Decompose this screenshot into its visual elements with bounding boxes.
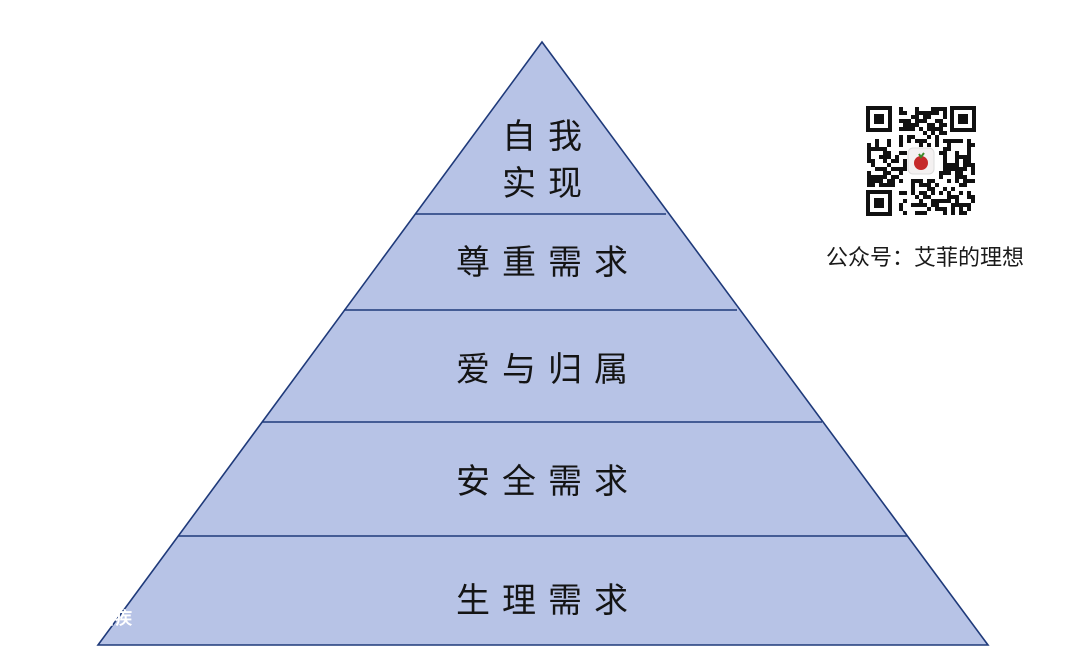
level-esteem: 尊重需求 <box>456 243 640 283</box>
qr-code-icon <box>864 104 978 218</box>
lychee-logo-icon <box>907 147 935 175</box>
level-self-actualization-line-2: 实现 <box>502 164 594 204</box>
account-label: 公众号：艾菲的理想 <box>825 246 1024 271</box>
level-love-belonging: 爱与归属 <box>456 350 640 390</box>
level-safety: 安全需求 <box>456 462 640 502</box>
level-physiological: 生理需求 <box>456 581 640 621</box>
watermark: 新疾 <box>98 609 132 629</box>
level-self-actualization-line-1: 自我 <box>502 117 594 157</box>
pyramid-body <box>96 40 990 646</box>
